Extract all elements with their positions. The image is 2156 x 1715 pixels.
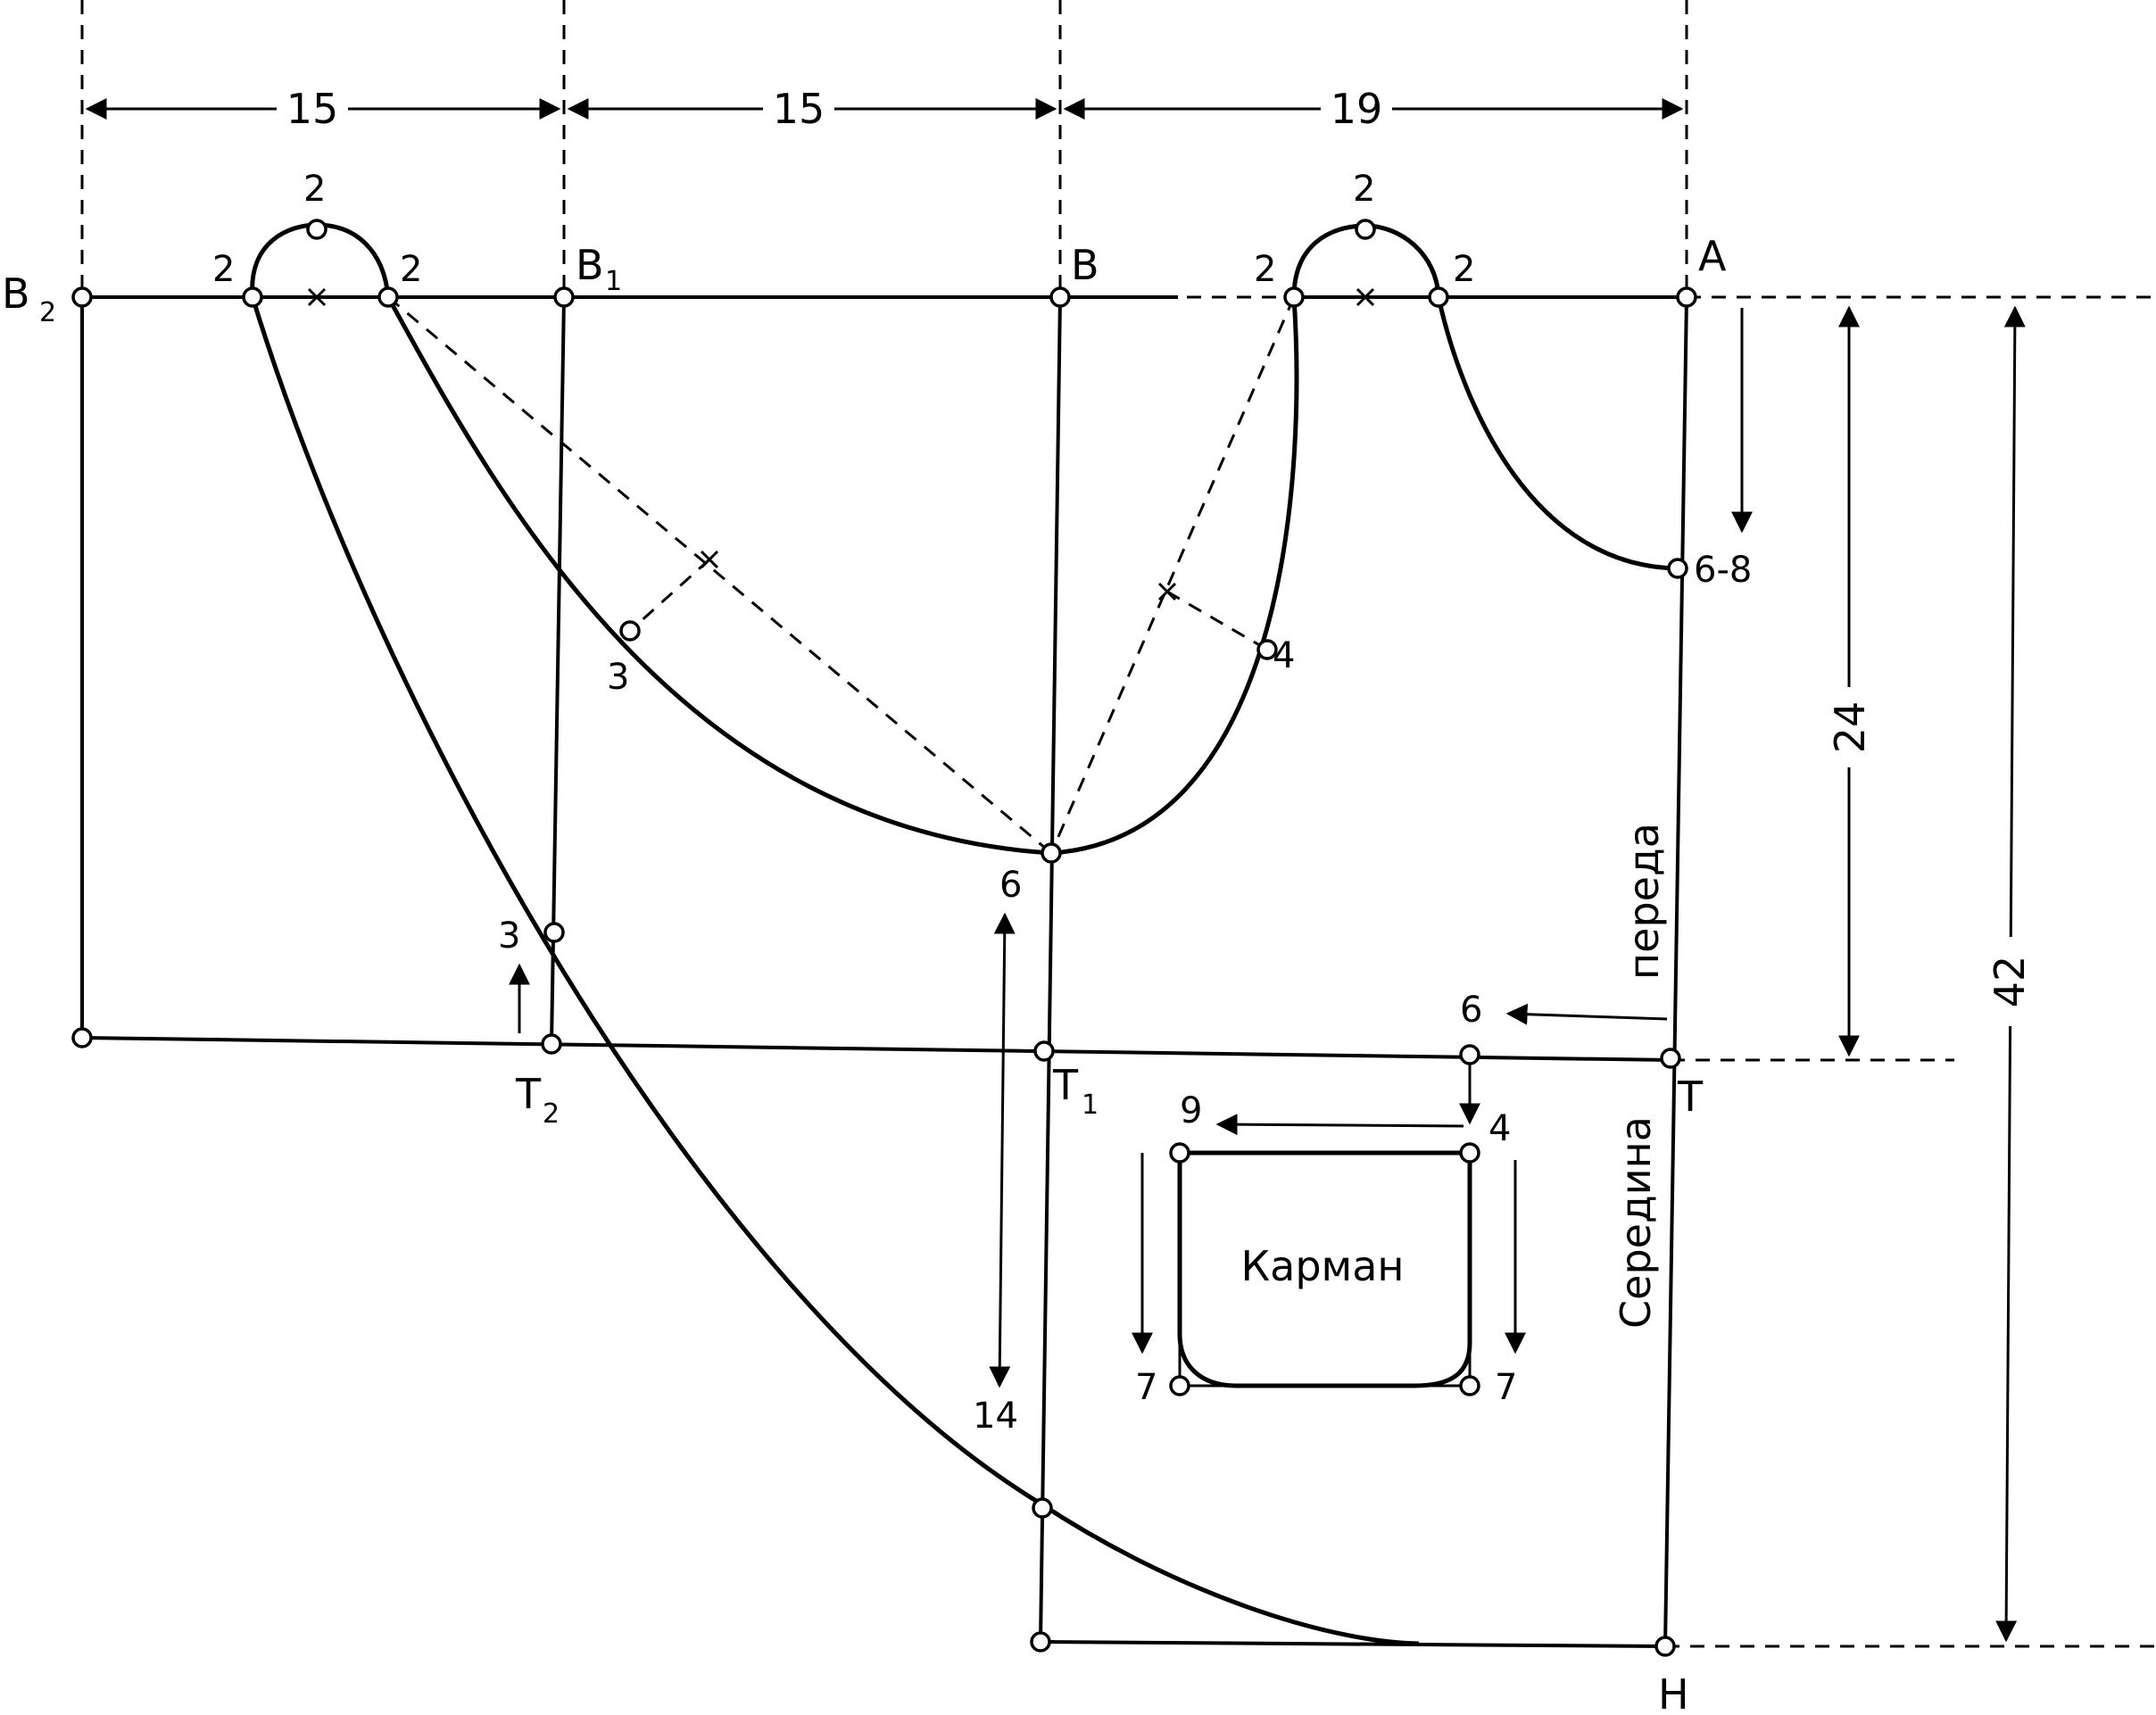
t2-up-mark: 3 [498,915,520,957]
point-h-label: H [1658,1670,1689,1715]
top-dimensions: 15 15 19 [85,85,1684,133]
center-front-label-1: Середина [1612,1116,1660,1329]
pocket-in-mark: 6 [1460,990,1482,1031]
point-t-label: T [1677,1073,1704,1121]
dim-top-3: 19 [1331,85,1383,133]
point-t2-label: T [515,1070,542,1118]
pocket: Карман [1177,1150,1472,1388]
pocket-right-side-mark: 7 [1495,1367,1517,1408]
dim-total-height: 42 [1986,956,2034,1008]
pocket-left-side-mark: 7 [1135,1367,1157,1408]
x-marks [307,287,1375,601]
point-b2-sub: 2 [39,297,56,328]
point-b-label: B [1071,241,1099,289]
left-bump-top-mark: 2 [303,169,326,210]
pattern-curves [250,222,1679,1646]
point-labels: A B B 1 B 2 T T 1 T 2 H [2,232,1727,1715]
right-bump-left-mark: 2 [1254,249,1276,290]
point-t1-label: T [1052,1061,1079,1109]
right-bump-right-mark: 2 [1453,249,1475,290]
construction-lines [80,0,2156,1648]
point-b1-sub: 1 [605,266,622,297]
point-b1-label: B [576,241,604,289]
t1-up-mark: 6 [999,865,1022,906]
dim-armhole-height: 24 [1826,701,1874,754]
dim-top-1: 15 [286,85,339,133]
vertical-dimension-labels: 24 42 Середина переда [1612,687,2034,1329]
point-b2-label: B [2,269,30,318]
dim-top-2: 15 [773,85,825,133]
left-bump-right-mark: 2 [400,249,422,290]
right-curve-offset-mark: 4 [1273,635,1295,676]
center-front-label-2: переда [1620,823,1668,980]
frame-lines [80,295,1688,1648]
point-a-label: A [1698,232,1727,280]
point-t2-sub: 2 [543,1098,560,1130]
neck-drop-mark: 6-8 [1694,550,1752,591]
pocket-label: Карман [1240,1242,1404,1290]
left-curve-offset-mark: 3 [607,657,629,698]
point-t1-sub: 1 [1082,1089,1099,1121]
pocket-top-mark: 9 [1180,1090,1202,1131]
right-bump-top-mark: 2 [1353,169,1375,210]
left-bump-left-mark: 2 [212,249,235,290]
point-markers [71,219,1697,1657]
auxiliary-dashed [387,295,1296,855]
numeric-marks: 2 2 2 2 2 2 3 4 6-8 6 14 3 6 9 4 7 7 [212,169,1752,1437]
pocket-top-drop-mark: 4 [1488,1108,1511,1149]
measure-arrows [509,305,2026,1643]
t1-down-mark: 14 [973,1396,1018,1437]
